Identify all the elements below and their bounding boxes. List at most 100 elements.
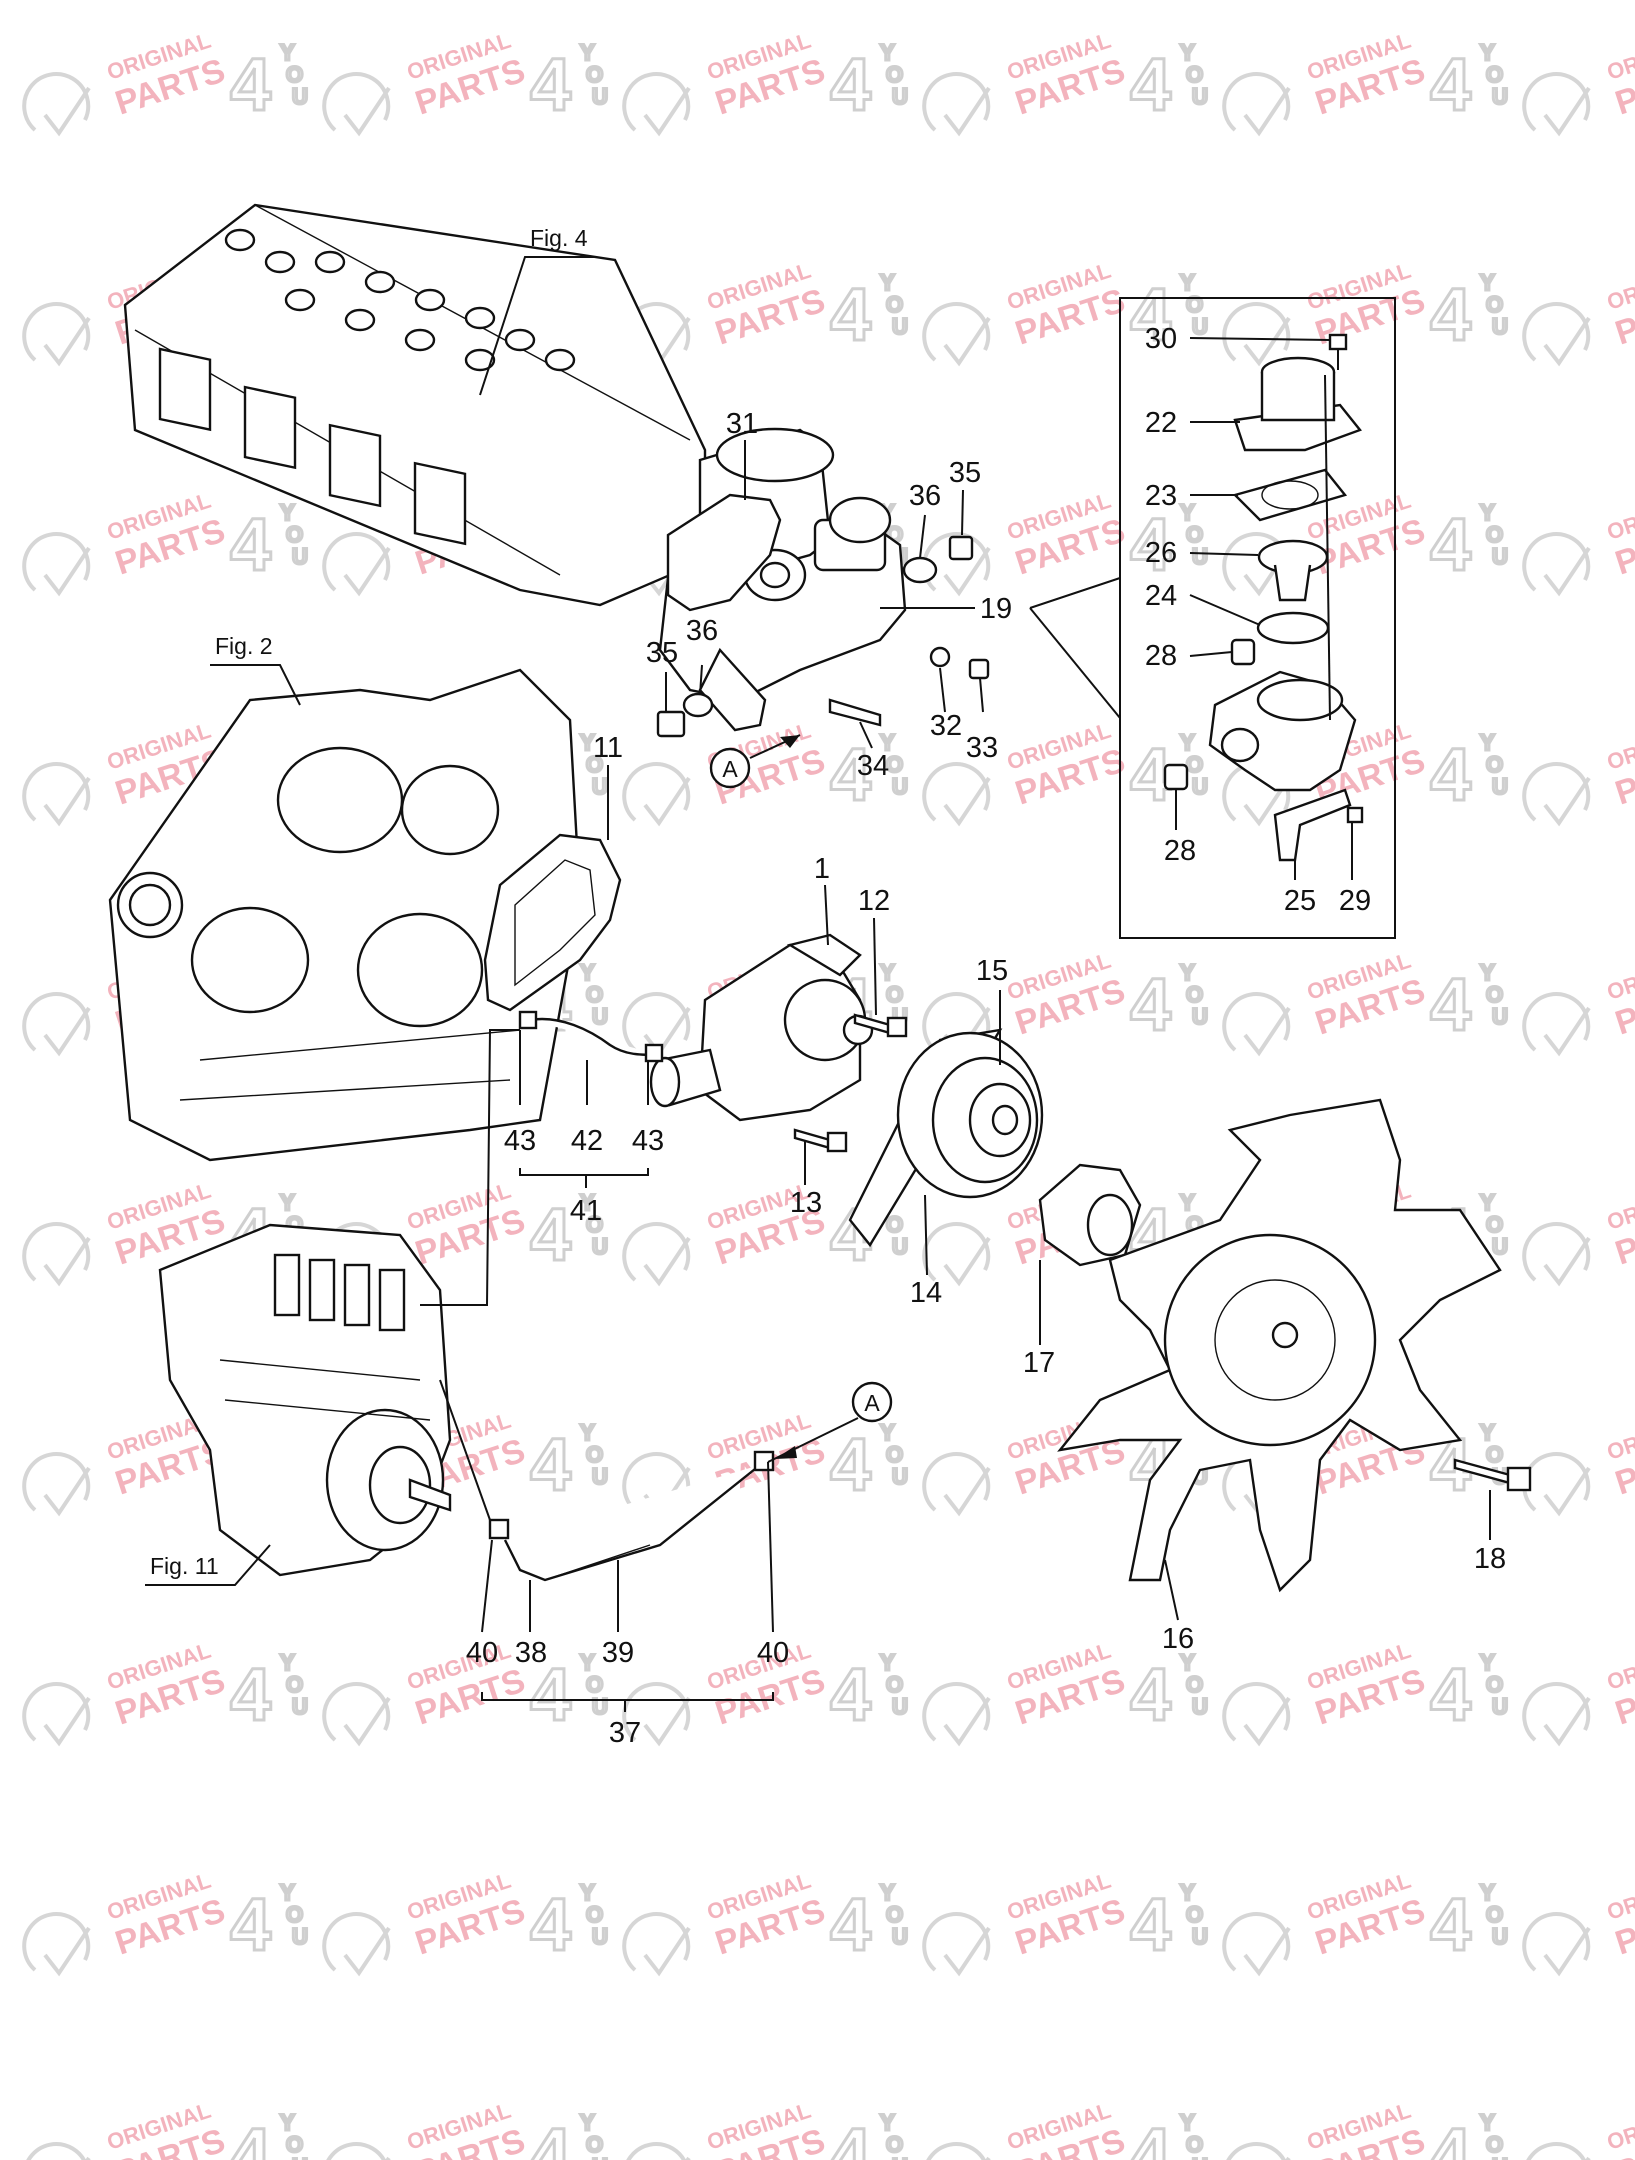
gasket-11 xyxy=(483,833,622,1012)
watermark-you: U xyxy=(1192,1924,1208,1949)
watermark-you: Y xyxy=(880,1880,895,1905)
check-circle-watermark-icon xyxy=(626,2142,691,2160)
head-bolt-hole xyxy=(344,308,376,332)
watermark-you: O xyxy=(586,752,603,777)
watermark-you: Y xyxy=(1180,270,1195,295)
check-circle-watermark-icon xyxy=(22,1452,91,1517)
fan-spacer xyxy=(1038,1163,1142,1267)
check-circle-watermark-icon xyxy=(26,2142,91,2160)
callout-35-lower: 35 xyxy=(646,637,678,669)
check-circle-watermark-icon xyxy=(622,1912,691,1977)
watermark-you: Y xyxy=(580,1880,595,1905)
watermark-4: 4 xyxy=(1130,2113,1171,2160)
watermark-you: O xyxy=(1486,1212,1503,1237)
head-bolt-hole xyxy=(264,250,296,274)
svg-text:A: A xyxy=(722,756,738,782)
watermark-you: O xyxy=(586,982,603,1007)
callout-14: 14 xyxy=(910,1277,942,1309)
watermark-original: ORIGINAL xyxy=(1604,948,1635,1005)
watermark-you: Y xyxy=(880,1650,895,1675)
check-circle-watermark-icon xyxy=(1222,72,1291,137)
cooling-fan xyxy=(1057,1098,1502,1593)
watermark-you: Y xyxy=(1180,40,1195,65)
watermark-you: Y xyxy=(1480,40,1495,65)
injection-pump-drawing xyxy=(158,1223,452,1577)
check-circle-watermark-icon xyxy=(922,1682,991,1747)
callout-36-lower: 36 xyxy=(686,615,718,647)
check-circle-watermark-icon xyxy=(1222,1912,1291,1977)
callout-22: 22 xyxy=(1145,407,1177,439)
watermark-you: O xyxy=(1486,1672,1503,1697)
watermark-you: Y xyxy=(880,2110,895,2135)
watermark-4: 4 xyxy=(230,43,271,126)
head-bolt-hole xyxy=(224,228,256,252)
check-circle-watermark-icon xyxy=(926,2142,991,2160)
watermark-original: ORIGINAL xyxy=(1604,2098,1635,2155)
watermark-you: U xyxy=(1492,2154,1508,2160)
watermark-4: 4 xyxy=(230,1653,271,1736)
watermark-you: O xyxy=(1186,1672,1203,1697)
watermark-you: O xyxy=(1486,1902,1503,1927)
head-bolt-hole xyxy=(414,288,446,312)
watermark-4: 4 xyxy=(1430,1653,1471,1736)
check-circle-watermark-icon xyxy=(22,72,91,137)
watermark-you: O xyxy=(586,1212,603,1237)
watermark-you: Y xyxy=(1180,730,1195,755)
check-circle-watermark-icon xyxy=(1522,1452,1591,1517)
watermark-4: 4 xyxy=(1430,273,1471,356)
watermark-you: Y xyxy=(580,1190,595,1215)
callout-11: 11 xyxy=(593,732,623,764)
watermark-you: U xyxy=(1492,1234,1508,1259)
watermark-4: 4 xyxy=(230,2113,271,2160)
watermark-you: O xyxy=(1486,982,1503,1007)
watermark-you: O xyxy=(286,1902,303,1927)
watermark-you: U xyxy=(1492,774,1508,799)
watermark-you: O xyxy=(1186,62,1203,87)
callout-31: 31 xyxy=(726,408,758,440)
watermark-4: 4 xyxy=(830,1423,871,1506)
svg-text:A: A xyxy=(864,1390,880,1416)
check-circle-watermark-icon xyxy=(922,302,991,367)
watermark-you: Y xyxy=(1180,500,1195,525)
watermark-you: Y xyxy=(280,1190,295,1215)
watermark-4: 4 xyxy=(1430,503,1471,586)
check-circle-watermark-icon xyxy=(1522,1682,1591,1747)
watermark-you: O xyxy=(1186,752,1203,777)
callout-39: 39 xyxy=(602,1637,634,1669)
watermark-you: O xyxy=(286,1672,303,1697)
watermark-you: U xyxy=(1192,774,1208,799)
watermark-original: ORIGINAL xyxy=(1604,1408,1635,1465)
check-circle-watermark-icon xyxy=(622,762,691,827)
watermark-you: Y xyxy=(1480,1650,1495,1675)
watermark-4: 4 xyxy=(830,733,871,816)
watermark-you: U xyxy=(892,1464,908,1489)
thermostat-detail-box xyxy=(1119,297,1396,939)
watermark-4: 4 xyxy=(1430,963,1471,1046)
watermark-4: 4 xyxy=(830,2113,871,2160)
watermark-you: U xyxy=(292,84,308,109)
watermark-you: O xyxy=(1186,1902,1203,1927)
watermark-you: Y xyxy=(580,730,595,755)
watermark-4: 4 xyxy=(530,1193,571,1276)
watermark-you: Y xyxy=(580,2110,595,2135)
fig-11-label: Fig. 11 xyxy=(150,1553,219,1579)
head-bolt-hole xyxy=(544,348,576,372)
check-circle-watermark-icon xyxy=(22,302,91,367)
watermark-you: Y xyxy=(1180,1650,1195,1675)
check-circle-watermark-icon xyxy=(322,532,391,597)
callout-19: 19 xyxy=(980,593,1012,625)
watermark-you: Y xyxy=(1480,960,1495,985)
watermark-you: O xyxy=(886,1672,903,1697)
watermark-you: Y xyxy=(280,40,295,65)
watermark-you: O xyxy=(286,2132,303,2157)
